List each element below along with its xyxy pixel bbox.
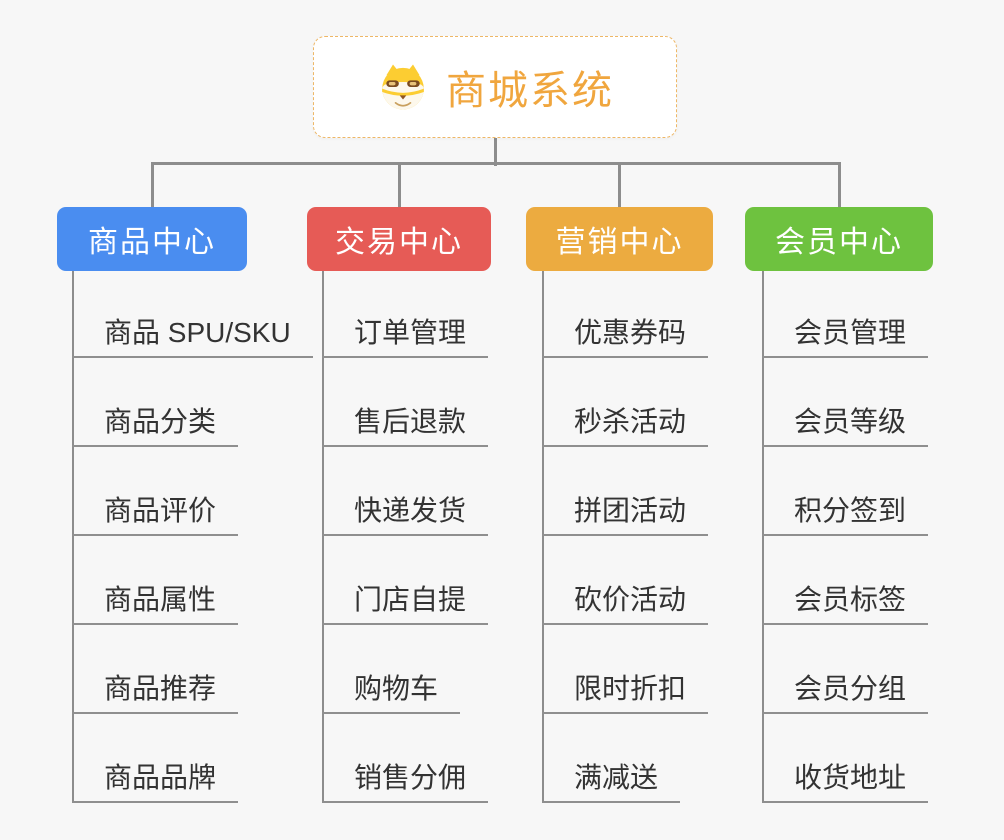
connector-branch-spine xyxy=(542,270,544,802)
connector-root-stem xyxy=(494,138,497,166)
child-topic[interactable]: 限时折扣 xyxy=(542,671,709,714)
child-topic[interactable]: 商品品牌 xyxy=(72,760,239,803)
child-topic[interactable]: 商品分类 xyxy=(72,404,239,447)
branch-topic-member-center[interactable]: 会员中心 xyxy=(745,207,933,271)
child-topic[interactable]: 会员管理 xyxy=(762,315,929,358)
branch-topic-label: 商品中心 xyxy=(88,226,216,259)
child-topic[interactable]: 会员分组 xyxy=(762,671,929,714)
branch-topic-marketing-center[interactable]: 营销中心 xyxy=(526,207,713,271)
child-topic[interactable]: 商品推荐 xyxy=(72,671,239,714)
child-topic[interactable]: 优惠券码 xyxy=(542,315,709,358)
branch-topic-label: 营销中心 xyxy=(555,226,684,259)
child-topic[interactable]: 砍价活动 xyxy=(542,582,709,625)
child-topic[interactable]: 满减送 xyxy=(542,760,681,803)
connector-drop xyxy=(398,162,401,208)
branch-topic-label: 会员中心 xyxy=(775,226,903,259)
child-topic[interactable]: 会员等级 xyxy=(762,404,929,447)
branch-topic-trade-center[interactable]: 交易中心 xyxy=(307,207,491,271)
connector-branch-spine xyxy=(72,270,74,802)
child-topic[interactable]: 门店自提 xyxy=(322,582,489,625)
root-topic-label: 商城系统 xyxy=(446,69,614,113)
connector-drop xyxy=(838,162,841,208)
branch-topic-label: 交易中心 xyxy=(335,226,463,259)
child-topic[interactable]: 收货地址 xyxy=(762,760,929,803)
child-topic[interactable]: 拼团活动 xyxy=(542,493,709,536)
connector-branch-spine xyxy=(762,270,764,802)
connector-drop xyxy=(151,162,154,208)
connector-horizontal-bar xyxy=(151,162,840,165)
root-topic[interactable]: 商城系统 xyxy=(313,36,677,138)
child-topic[interactable]: 商品 SPU/SKU xyxy=(72,315,313,358)
child-topic[interactable]: 订单管理 xyxy=(322,315,489,358)
child-topic[interactable]: 会员标签 xyxy=(762,582,929,625)
child-topic[interactable]: 商品属性 xyxy=(72,582,239,625)
connector-branch-spine xyxy=(322,270,324,802)
child-topic[interactable]: 商品评价 xyxy=(72,493,239,536)
child-topic[interactable]: 售后退款 xyxy=(322,404,489,447)
shiba-dog-icon xyxy=(382,64,424,110)
child-topic[interactable]: 销售分佣 xyxy=(322,760,489,803)
child-topic[interactable]: 秒杀活动 xyxy=(542,404,709,447)
branch-topic-product-center[interactable]: 商品中心 xyxy=(57,207,247,271)
child-topic[interactable]: 快递发货 xyxy=(322,493,489,536)
connector-drop xyxy=(618,162,621,208)
child-topic[interactable]: 积分签到 xyxy=(762,493,929,536)
child-topic[interactable]: 购物车 xyxy=(322,671,461,714)
